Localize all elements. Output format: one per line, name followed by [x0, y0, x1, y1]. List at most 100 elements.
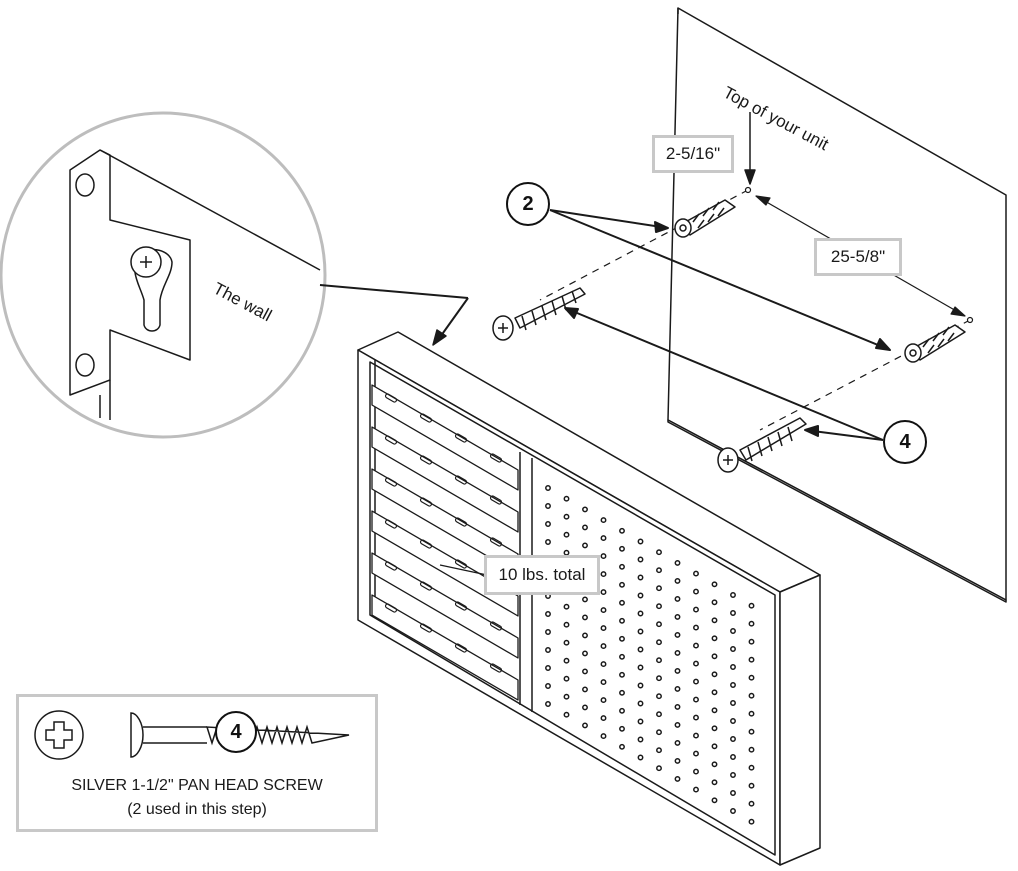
peg-hole — [545, 647, 551, 653]
peg-hole — [600, 535, 607, 542]
peg-hole — [711, 779, 718, 786]
peg-hole — [637, 538, 644, 545]
peg-hole — [693, 768, 699, 775]
peg-hole — [693, 714, 699, 721]
peg-hole — [545, 683, 551, 689]
peg-hole — [637, 754, 644, 761]
wall-anchor-lower — [904, 324, 966, 363]
peg-hole — [656, 765, 662, 772]
peg-hole — [693, 732, 699, 739]
peg-hole — [619, 707, 625, 714]
peg-hole — [637, 718, 644, 725]
peg-hole — [619, 689, 625, 696]
peg-hole — [563, 495, 570, 502]
peg-hole — [637, 664, 644, 671]
peg-hole — [619, 725, 625, 732]
peg-hole — [748, 656, 755, 663]
peg-hole — [674, 631, 681, 638]
peg-hole — [582, 704, 588, 711]
peg-hole — [748, 800, 755, 807]
drawer-slots — [384, 393, 503, 674]
weight-label: 10 lbs. total — [484, 555, 600, 595]
peg-hole — [582, 596, 588, 603]
peg-hole — [748, 674, 755, 681]
peg-hole — [600, 571, 607, 578]
anchor-callout: 2 — [506, 182, 550, 226]
peg-hole — [637, 682, 644, 689]
peg-hole — [693, 660, 699, 667]
wall-panel — [667, 7, 1007, 603]
peg-hole — [637, 610, 644, 617]
peg-hole — [545, 629, 551, 635]
phillips-head-icon — [34, 710, 84, 760]
peg-hole — [545, 701, 551, 707]
peg-hole — [656, 567, 662, 574]
peg-hole — [545, 503, 551, 509]
peg-hole — [582, 722, 588, 729]
peg-hole — [674, 739, 681, 746]
peg-hole — [582, 686, 588, 693]
peg-hole — [748, 710, 755, 717]
peg-hole — [748, 602, 755, 609]
peg-hole — [693, 678, 699, 685]
peg-hole — [582, 524, 588, 531]
peg-hole — [545, 485, 551, 491]
legend-title: SILVER 1-1/2" PAN HEAD SCREW — [71, 777, 323, 794]
peg-hole — [730, 628, 736, 634]
peg-hole — [693, 588, 699, 595]
detail-magnifier — [0, 111, 469, 439]
peg-hole — [674, 613, 681, 620]
peg-hole — [674, 649, 681, 656]
peg-hole — [711, 617, 718, 624]
peg-hole — [582, 632, 588, 639]
peg-hole — [600, 607, 607, 614]
peg-hole — [619, 545, 625, 552]
peg-hole — [600, 643, 607, 650]
peg-hole — [600, 625, 607, 632]
peg-hole — [600, 553, 607, 560]
peg-hole — [693, 624, 699, 631]
peg-hole — [656, 675, 662, 682]
peg-hole — [582, 614, 588, 621]
peg-hole — [693, 570, 699, 577]
top-of-unit-arrow — [744, 112, 756, 185]
peg-hole — [730, 664, 736, 670]
peg-hole — [711, 797, 718, 804]
peg-hole — [563, 693, 570, 700]
peg-hole — [619, 671, 625, 678]
peg-hole — [748, 692, 755, 699]
peg-hole — [563, 657, 570, 664]
peg-hole — [582, 668, 588, 675]
peg-hole — [619, 743, 625, 750]
peg-hole — [748, 620, 755, 627]
peg-hole — [748, 638, 755, 645]
screw-callout: 4 — [883, 420, 927, 464]
peg-hole — [545, 611, 551, 617]
peg-hole — [600, 589, 607, 596]
peg-hole — [674, 703, 681, 710]
peg-hole — [730, 610, 736, 616]
peg-hole — [730, 718, 736, 724]
callout-leaders — [549, 209, 891, 441]
peg-hole — [656, 747, 662, 754]
peg-hole — [711, 689, 718, 696]
screw-lower — [717, 417, 807, 473]
peg-hole — [730, 754, 736, 760]
peg-hole — [545, 521, 551, 527]
peg-hole — [582, 506, 588, 513]
peg-hole — [619, 635, 625, 642]
wall-anchor-upper — [674, 199, 736, 238]
peg-hole — [600, 517, 607, 524]
peg-hole — [656, 693, 662, 700]
peg-hole — [674, 685, 681, 692]
peg-hole — [674, 577, 681, 584]
peg-hole — [711, 707, 718, 714]
peg-hole — [656, 711, 662, 718]
peg-hole — [730, 700, 736, 706]
peg-hole — [711, 725, 718, 732]
peg-hole — [563, 711, 570, 718]
peg-hole — [619, 581, 625, 588]
peg-hole — [674, 775, 681, 782]
peg-hole — [693, 786, 699, 793]
